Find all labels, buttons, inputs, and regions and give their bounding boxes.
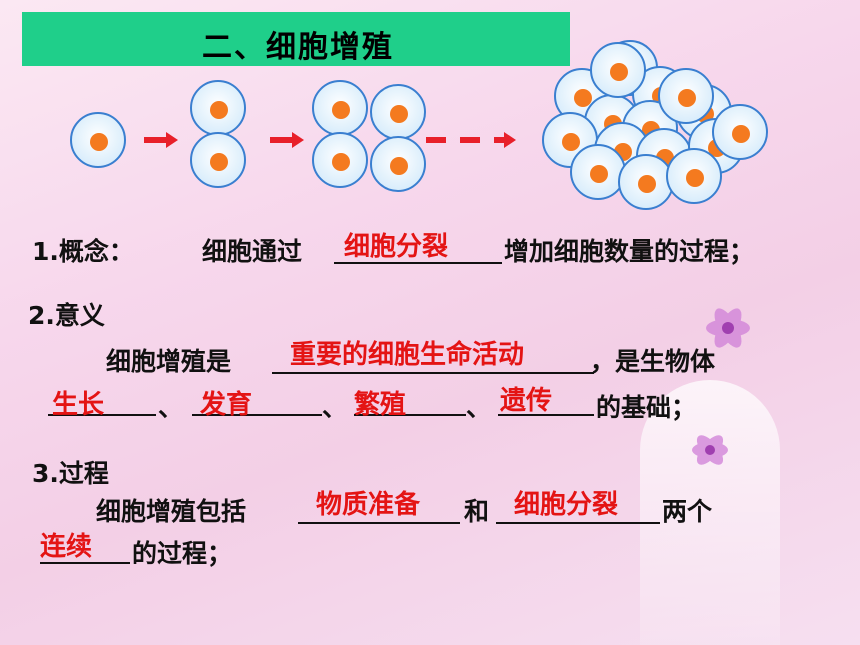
- process-pre: 细胞增殖包括: [96, 497, 247, 526]
- concept-pre: 细胞通过: [202, 237, 303, 266]
- cell-nucleus: [590, 165, 608, 183]
- cell-division-diagram: [70, 40, 768, 210]
- cell-nucleus: [562, 133, 580, 151]
- blank-line: [40, 562, 130, 564]
- cell-nucleus: [210, 101, 228, 119]
- process-tail: 的过程；: [132, 539, 233, 568]
- cell-nucleus: [390, 157, 408, 175]
- cell-nucleus: [732, 125, 750, 143]
- answer-cell-division: 细胞分裂: [344, 232, 449, 262]
- significance-tail: 的基础；: [596, 393, 697, 422]
- background-glow: [640, 380, 780, 645]
- blank-line: [48, 414, 156, 416]
- concept-post: 增加细胞数量的过程；: [504, 237, 755, 266]
- cell-nucleus: [210, 153, 228, 171]
- answer-important-activity: 重要的细胞生命活动: [290, 340, 525, 370]
- answer-cell-division-2: 细胞分裂: [514, 490, 619, 520]
- answer-reproduction: 繁殖: [354, 390, 407, 420]
- single-cell: [70, 112, 126, 168]
- blank-line: [298, 522, 460, 524]
- cell-nucleus: [686, 169, 704, 187]
- cell-nucleus: [678, 89, 696, 107]
- process-label: 3.过程: [32, 459, 109, 488]
- blank-line: [498, 414, 594, 416]
- separator: 、: [158, 393, 184, 422]
- flower-decoration: [692, 308, 750, 465]
- answer-continuous: 连续: [40, 532, 93, 562]
- blank-line: [496, 522, 660, 524]
- process-mid: 和: [464, 497, 490, 526]
- arrow-2: [270, 132, 304, 148]
- significance-label: 2.意义: [28, 301, 105, 330]
- arrow-1: [144, 132, 178, 148]
- page-title: 二、细胞增殖: [202, 30, 394, 65]
- cell-nucleus: [638, 175, 656, 193]
- significance-post: ，是生物体: [590, 347, 716, 376]
- separator: 、: [466, 393, 492, 422]
- cell-nucleus: [610, 63, 628, 81]
- dashed-arrow: [426, 132, 516, 148]
- cell-nucleus: [332, 153, 350, 171]
- many-cells: [542, 40, 768, 210]
- blank-line: [354, 414, 466, 416]
- separator: 、: [322, 393, 348, 422]
- blank-line: [272, 372, 594, 374]
- title-banner: 二、细胞增殖: [22, 12, 570, 66]
- blank-line: [334, 262, 502, 264]
- cell-nucleus: [390, 105, 408, 123]
- cell-nucleus: [332, 101, 350, 119]
- cell-nucleus: [90, 133, 108, 151]
- answer-heredity: 遗传: [500, 386, 553, 416]
- process-post: 两个: [662, 497, 713, 526]
- blank-line: [192, 414, 322, 416]
- answer-growth: 生长: [52, 390, 105, 420]
- answer-material-preparation: 物质准备: [316, 490, 421, 520]
- significance-pre: 细胞增殖是: [106, 347, 232, 376]
- concept-label: 1.概念：: [32, 237, 134, 266]
- two-cells: [190, 80, 246, 188]
- four-cells: [312, 80, 426, 192]
- answer-development: 发育: [200, 390, 253, 420]
- cell-nucleus: [574, 89, 592, 107]
